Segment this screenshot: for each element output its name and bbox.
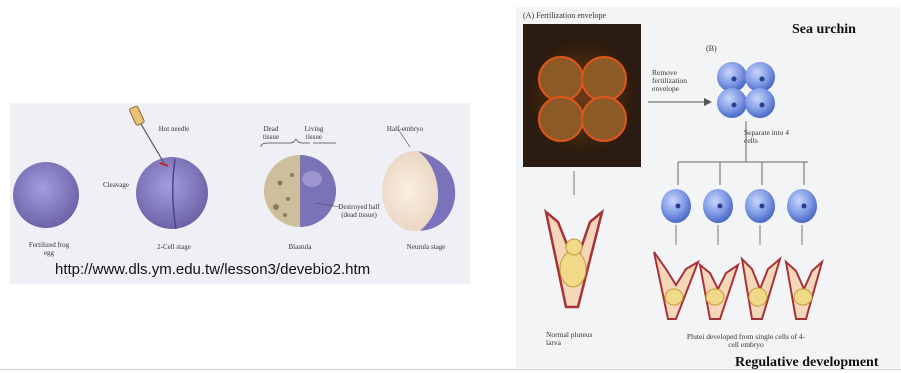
four-cell-embryo <box>717 62 775 118</box>
label-two-cell: 2-Cell stage <box>146 243 202 251</box>
small-plutei <box>654 252 822 319</box>
label-panel-a: (A) Fertilization envelope <box>523 12 643 20</box>
normal-pluteus-larva <box>546 212 602 307</box>
label-destroyed-half: Destroyed half (dead tissue) <box>338 203 380 219</box>
sea-urchin-figure: (A) Fertilization envelope (B) Remove fe… <box>516 7 900 368</box>
label-remove-envelope: Remove fertilization envelope <box>652 69 704 93</box>
label-dead-tissue: Dead tissue <box>259 125 283 141</box>
label-blastula: Blastula <box>280 243 320 251</box>
bottom-divider <box>0 369 901 370</box>
label-separate-cells: Separate into 4 cells <box>744 129 792 145</box>
fertilized-egg <box>13 162 79 228</box>
label-living-tissue: Living tissue <box>300 125 328 141</box>
separated-single-cells <box>661 189 817 223</box>
label-half-embryo: Half-embryo <box>380 125 430 133</box>
label-plutei-caption: Plutei developed from single cells of 4-… <box>686 333 806 349</box>
label-normal-larva: Normal pluteus larva <box>546 331 606 347</box>
label-panel-b: (B) <box>706 45 726 53</box>
label-fertilized-egg: Fertilized frog egg <box>24 241 74 257</box>
frog-experiment-figure: Fertilized frog egg Cleavage Hot needle … <box>10 103 470 284</box>
source-url: http://www.dls.ym.edu.tw/lesson3/devebio… <box>55 261 370 278</box>
sea-urchin-title: Sea urchin <box>792 22 856 38</box>
label-cleavage: Cleavage <box>96 181 136 189</box>
label-hot-needle: Hot needle <box>154 125 194 133</box>
label-neurula: Neurula stage <box>398 243 454 251</box>
urchin-figure-graphic <box>516 7 900 368</box>
